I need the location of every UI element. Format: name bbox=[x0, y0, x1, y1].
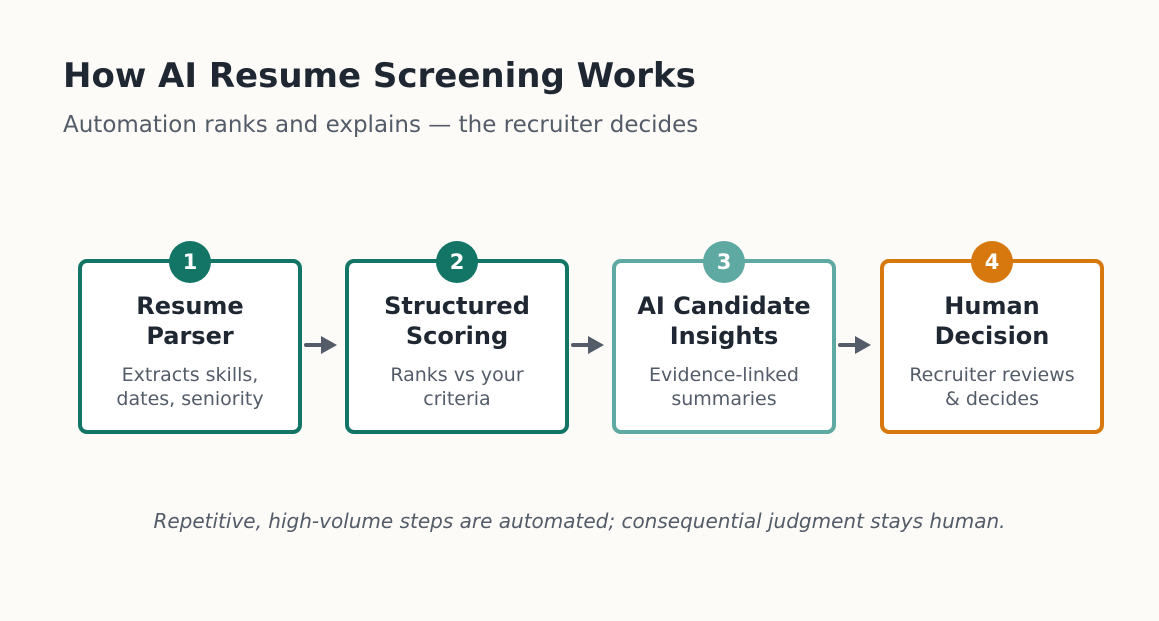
step-title: Human Decision bbox=[934, 292, 1050, 350]
step-number-badge: 2 bbox=[436, 241, 478, 283]
diagram-title: How AI Resume Screening Works bbox=[63, 56, 696, 96]
step-title: Resume Parser bbox=[136, 292, 244, 350]
arrow-right-icon bbox=[838, 336, 871, 354]
step-card-resume-parser: 1 Resume Parser Extracts skills, dates, … bbox=[78, 241, 302, 434]
step-title: AI Candidate Insights bbox=[637, 292, 811, 350]
step-card-human-decision: 4 Human Decision Recruiter reviews & dec… bbox=[880, 241, 1104, 434]
step-card-structured-scoring: 2 Structured Scoring Ranks vs your crite… bbox=[345, 241, 569, 434]
step-number-badge: 3 bbox=[703, 241, 745, 283]
step-number-badge: 4 bbox=[971, 241, 1013, 283]
step-title: Structured Scoring bbox=[384, 292, 530, 350]
arrow-right-icon bbox=[304, 336, 337, 354]
step-description: Recruiter reviews & decides bbox=[909, 364, 1075, 410]
step-description: Ranks vs your criteria bbox=[390, 364, 524, 410]
arrow-right-icon bbox=[571, 336, 604, 354]
step-description: Extracts skills, dates, seniority bbox=[116, 364, 264, 410]
step-description: Evidence-linked summaries bbox=[649, 364, 799, 410]
step-number-badge: 1 bbox=[169, 241, 211, 283]
diagram-subtitle: Automation ranks and explains — the recr… bbox=[63, 112, 699, 138]
step-card-ai-candidate-insights: 3 AI Candidate Insights Evidence-linked … bbox=[612, 241, 836, 434]
footer-note: Repetitive, high-volume steps are automa… bbox=[153, 509, 1006, 533]
